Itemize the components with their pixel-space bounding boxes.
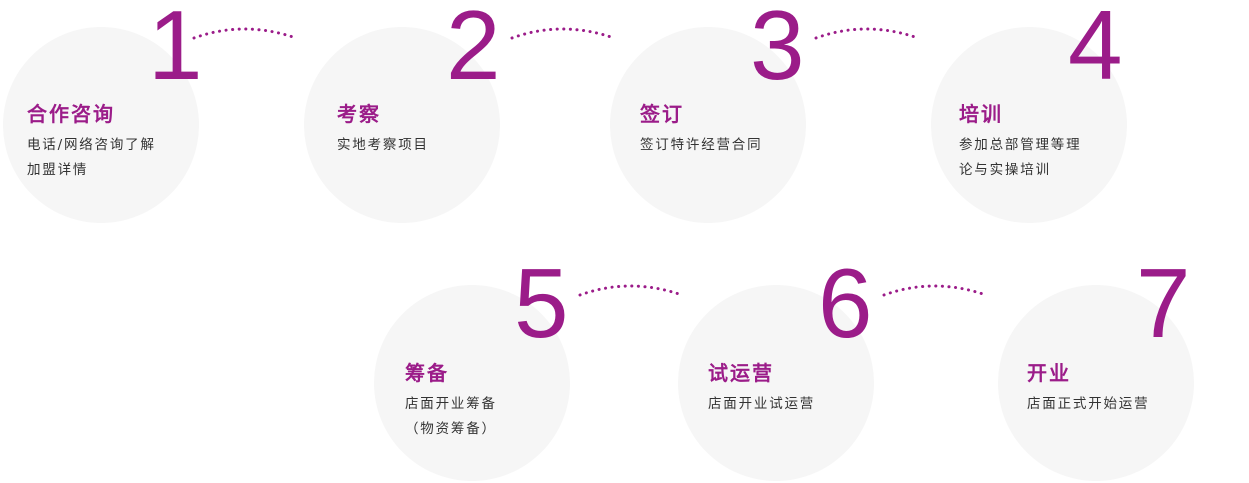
- step-circle: [678, 285, 874, 481]
- step-circle: [610, 27, 806, 223]
- step-number: 5: [514, 248, 569, 358]
- step-number: 3: [750, 0, 805, 100]
- step-circle: [931, 27, 1127, 223]
- step-title: 开业: [1027, 361, 1071, 385]
- step-number: 7: [1136, 248, 1191, 358]
- step-description: 店面开业试运营: [708, 392, 815, 417]
- step-description-line: 论与实操培训: [959, 162, 1051, 178]
- step-description-line: 加盟详情: [27, 162, 89, 178]
- step-circle: [374, 285, 570, 481]
- step-description-line: 电话/网络咨询了解: [27, 137, 156, 153]
- step-description: 电话/网络咨询了解 加盟详情: [27, 133, 156, 183]
- step-number: 2: [446, 0, 501, 100]
- step-description: 实地考察项目: [337, 133, 429, 158]
- dotted-connector: [578, 284, 684, 297]
- step-number: 6: [818, 248, 873, 358]
- step-description: 店面正式开始运营: [1027, 392, 1149, 417]
- step-title: 签订: [640, 102, 684, 126]
- dotted-connector: [192, 27, 298, 40]
- step-description-line: 参加总部管理等理: [959, 137, 1082, 153]
- step-title: 试运营: [708, 361, 774, 385]
- step-description: 店面开业筹备 （物资筹备）: [405, 392, 497, 442]
- step-number: 4: [1068, 0, 1123, 100]
- step-description-line: 店面开业筹备: [405, 396, 497, 412]
- step-number: 1: [148, 0, 203, 100]
- step-description-line: 店面开业试运营: [708, 396, 816, 412]
- step-circle: [998, 285, 1194, 481]
- step-description-line: 签订特许经营合同: [640, 137, 763, 153]
- step-title: 筹备: [405, 361, 449, 385]
- dotted-connector: [510, 27, 616, 40]
- step-description: 参加总部管理等理 论与实操培训: [959, 133, 1081, 183]
- dotted-connector: [882, 284, 988, 297]
- step-title: 考察: [337, 102, 381, 126]
- dotted-connector: [814, 27, 920, 40]
- step-description-line: （物资筹备）: [405, 421, 497, 437]
- step-title: 合作咨询: [27, 102, 115, 126]
- step-description-line: 实地考察项目: [337, 137, 429, 153]
- step-circle: [304, 27, 500, 223]
- step-description-line: 店面正式开始运营: [1027, 396, 1150, 412]
- step-title: 培训: [959, 102, 1003, 126]
- step-description: 签订特许经营合同: [640, 133, 762, 158]
- step-circle: [3, 27, 199, 223]
